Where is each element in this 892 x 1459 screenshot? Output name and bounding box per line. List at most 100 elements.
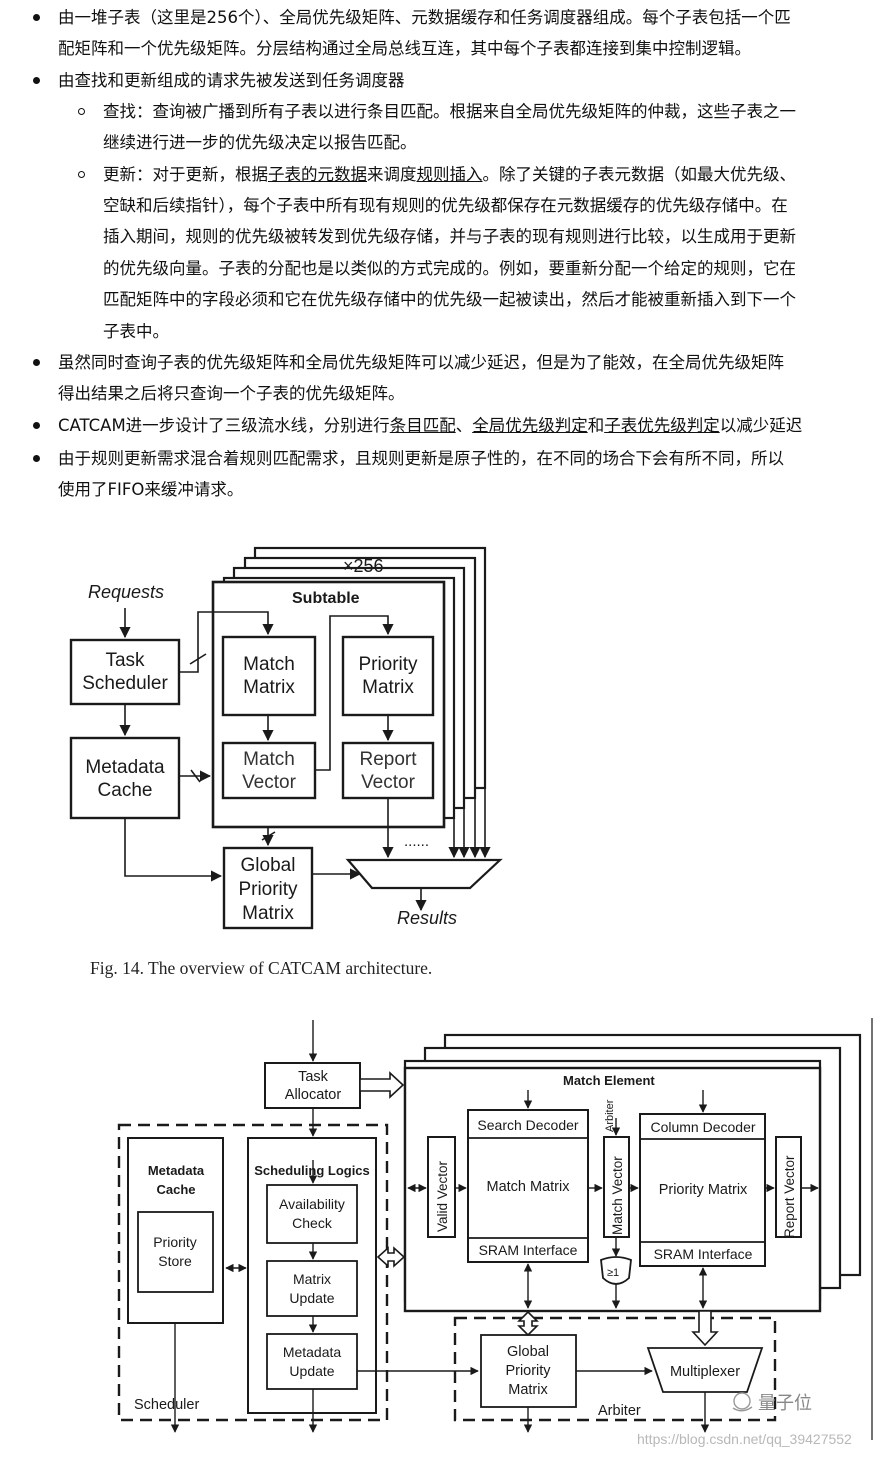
note-bullet-1-line-1: 由一堆子表（这里是256个）、全局优先级矩阵、元数据缓存和任务调度器组成。每个子… — [58, 8, 791, 27]
note-bullet-5-line-2: 使用了FIFO来缓冲请求。 — [58, 480, 244, 499]
text-span: 、 — [455, 416, 473, 435]
bullet-dot — [33, 455, 40, 462]
match-matrix-label: Match Matrix — [487, 1179, 571, 1195]
note-sub-1-line-2: 继续进行进一步的优先级决定以报告匹配。 — [103, 133, 417, 152]
priority-matrix-box — [341, 635, 435, 717]
priority-store-box — [137, 1211, 214, 1293]
valid-vector-label: Valid Vector — [435, 1160, 450, 1232]
text-span: 和 — [587, 416, 605, 435]
text-span: 更新：对于更新，根据 — [103, 165, 268, 184]
note-sub-2-line-2: 空缺和后续指针），每个子表中所有现有规则的优先级都保存在元数据缓存的优先级存储中… — [103, 196, 788, 215]
arrow-cache-to-gpm — [124, 818, 223, 882]
note-bullet-3-line-1: 虽然同时查询子表的优先级矩阵和全局优先级矩阵可以减少延迟，但是为了能效，在全局优… — [58, 353, 784, 372]
multiplexer-shape — [345, 858, 503, 890]
arbiter-region — [453, 1316, 777, 1422]
text-span: 来调度 — [367, 165, 417, 184]
match-vector-label: Match Vector — [610, 1156, 625, 1235]
bullet-dot — [33, 422, 40, 429]
count-label: ×256 — [343, 556, 384, 576]
sub-bullet-circle — [78, 171, 85, 178]
sram-interface-label: SRAM Interface — [654, 1246, 753, 1262]
text-span: 以减少延迟 — [719, 416, 803, 435]
hollow-arrow-element-to-gpm — [517, 1310, 539, 1337]
bus-slash — [190, 769, 201, 783]
match-matrix-box — [467, 1109, 589, 1263]
multiplexer-label: Multiplexer — [670, 1364, 740, 1380]
availability-check-box — [266, 1184, 358, 1244]
report-vector-box — [341, 741, 435, 800]
note-sub-2-line-1: 更新：对于更新，根据子表的元数据来调度规则插入。除了关键的子表元数据（如最大优先… — [103, 159, 796, 190]
underlined-term: 全局优先级判定 — [472, 416, 588, 435]
match-matrix-box — [221, 635, 317, 717]
note-sub-2-line-3: 插入期间，规则的优先级被转发到优先级存储，并与子表的现有规则进行比较，以生成用于… — [103, 227, 796, 246]
underlined-term: 子表的元数据 — [268, 165, 367, 184]
metadata-cache-box — [69, 736, 181, 820]
arbiter-label: Arbiter — [598, 1403, 641, 1419]
priority-matrix-label: Priority Matrix — [659, 1182, 748, 1198]
column-decoder-label: Column Decoder — [650, 1119, 755, 1135]
note-bullet-5-line-1: 由于规则更新需求混合着规则匹配需求，且规则更新是原子性的，在不同的场合下会有所不… — [58, 449, 784, 468]
valid-vector-box — [427, 1136, 456, 1238]
note-sub-2-line-6: 子表中。 — [103, 322, 169, 341]
note-sub-1-line-1: 查找：查询被广播到所有子表以进行条目匹配。根据来自全局优先级矩阵的仲裁，这些子表… — [103, 102, 796, 121]
requests-label: Requests — [88, 582, 164, 602]
match-element-label: Match Element — [563, 1073, 655, 1088]
search-decoder-label: Search Decoder — [477, 1117, 579, 1133]
bus-scheduler-to-match — [179, 611, 274, 673]
sub-bullet-circle — [78, 108, 85, 115]
note-bullet-4: CATCAM进一步设计了三级流水线，分别进行条目匹配、全局优先级判定和子表优先级… — [58, 410, 802, 441]
match-vector-box — [603, 1136, 630, 1238]
hollow-arrow-scheduler-to-element — [376, 1246, 406, 1268]
report-vector-box — [775, 1136, 802, 1238]
underlined-term: 条目匹配 — [389, 416, 456, 435]
task-scheduler-box — [69, 638, 181, 706]
scheduler-region — [117, 1123, 389, 1422]
sram-interface-label: SRAM Interface — [479, 1242, 578, 1258]
report-vector-label: Report Vector — [782, 1155, 797, 1238]
note-bullet-1-line-2: 配矩阵和一个优先级矩阵。分层结构通过全局总线互连，其中每个子表都连接到集中控制逻… — [58, 39, 751, 58]
hollow-arrow-allocator-to-element — [359, 1071, 405, 1099]
note-sub-2-line-5: 匹配矩阵中的字段必须和它在优先级存储中的优先级一起被读出，然后才能被重新插入到下… — [103, 290, 796, 309]
bullet-dot — [33, 14, 40, 21]
gate-label: ≥1 — [607, 1267, 619, 1279]
arrow-mv-to-pm — [315, 615, 394, 771]
bullet-dot — [33, 359, 40, 366]
scheduler-label: Scheduler — [134, 1397, 199, 1413]
multiplexer-shape — [646, 1347, 764, 1393]
metadata-update-box — [266, 1333, 358, 1390]
watermark-brand: 量子位 — [758, 1393, 812, 1414]
watermark-url: https://blog.csdn.net/qq_39427552 — [637, 1431, 852, 1447]
note-sub-2-line-4: 的优先级向量。子表的分配也是以类似的方式完成的。例如，要重新分配一个给定的规则，… — [103, 259, 796, 278]
hollow-arrow-element-to-mux — [691, 1310, 719, 1347]
brand-logo-icon — [732, 1392, 753, 1412]
or-gate-shape — [600, 1256, 632, 1285]
bus-slash — [189, 653, 207, 665]
note-bullet-2: 由查找和更新组成的请求先被发送到任务调度器 — [58, 71, 405, 90]
results-label: Results — [397, 908, 457, 928]
match-vector-box — [221, 741, 317, 800]
dots-label: ...... — [404, 833, 429, 850]
underlined-term: 规则插入 — [416, 165, 483, 184]
matrix-update-box — [266, 1260, 358, 1317]
text-span: CATCAM进一步设计了三级流水线，分别进行 — [58, 416, 390, 435]
fig14-caption: Fig. 14. The overview of CATCAM architec… — [90, 958, 433, 978]
text-span: 。除了关键的子表元数据（如最大优先级、 — [482, 165, 797, 184]
arbiter-vertical-label: Arbiter — [604, 1099, 616, 1132]
bullet-dot — [33, 77, 40, 84]
global-priority-matrix-box — [222, 846, 314, 930]
